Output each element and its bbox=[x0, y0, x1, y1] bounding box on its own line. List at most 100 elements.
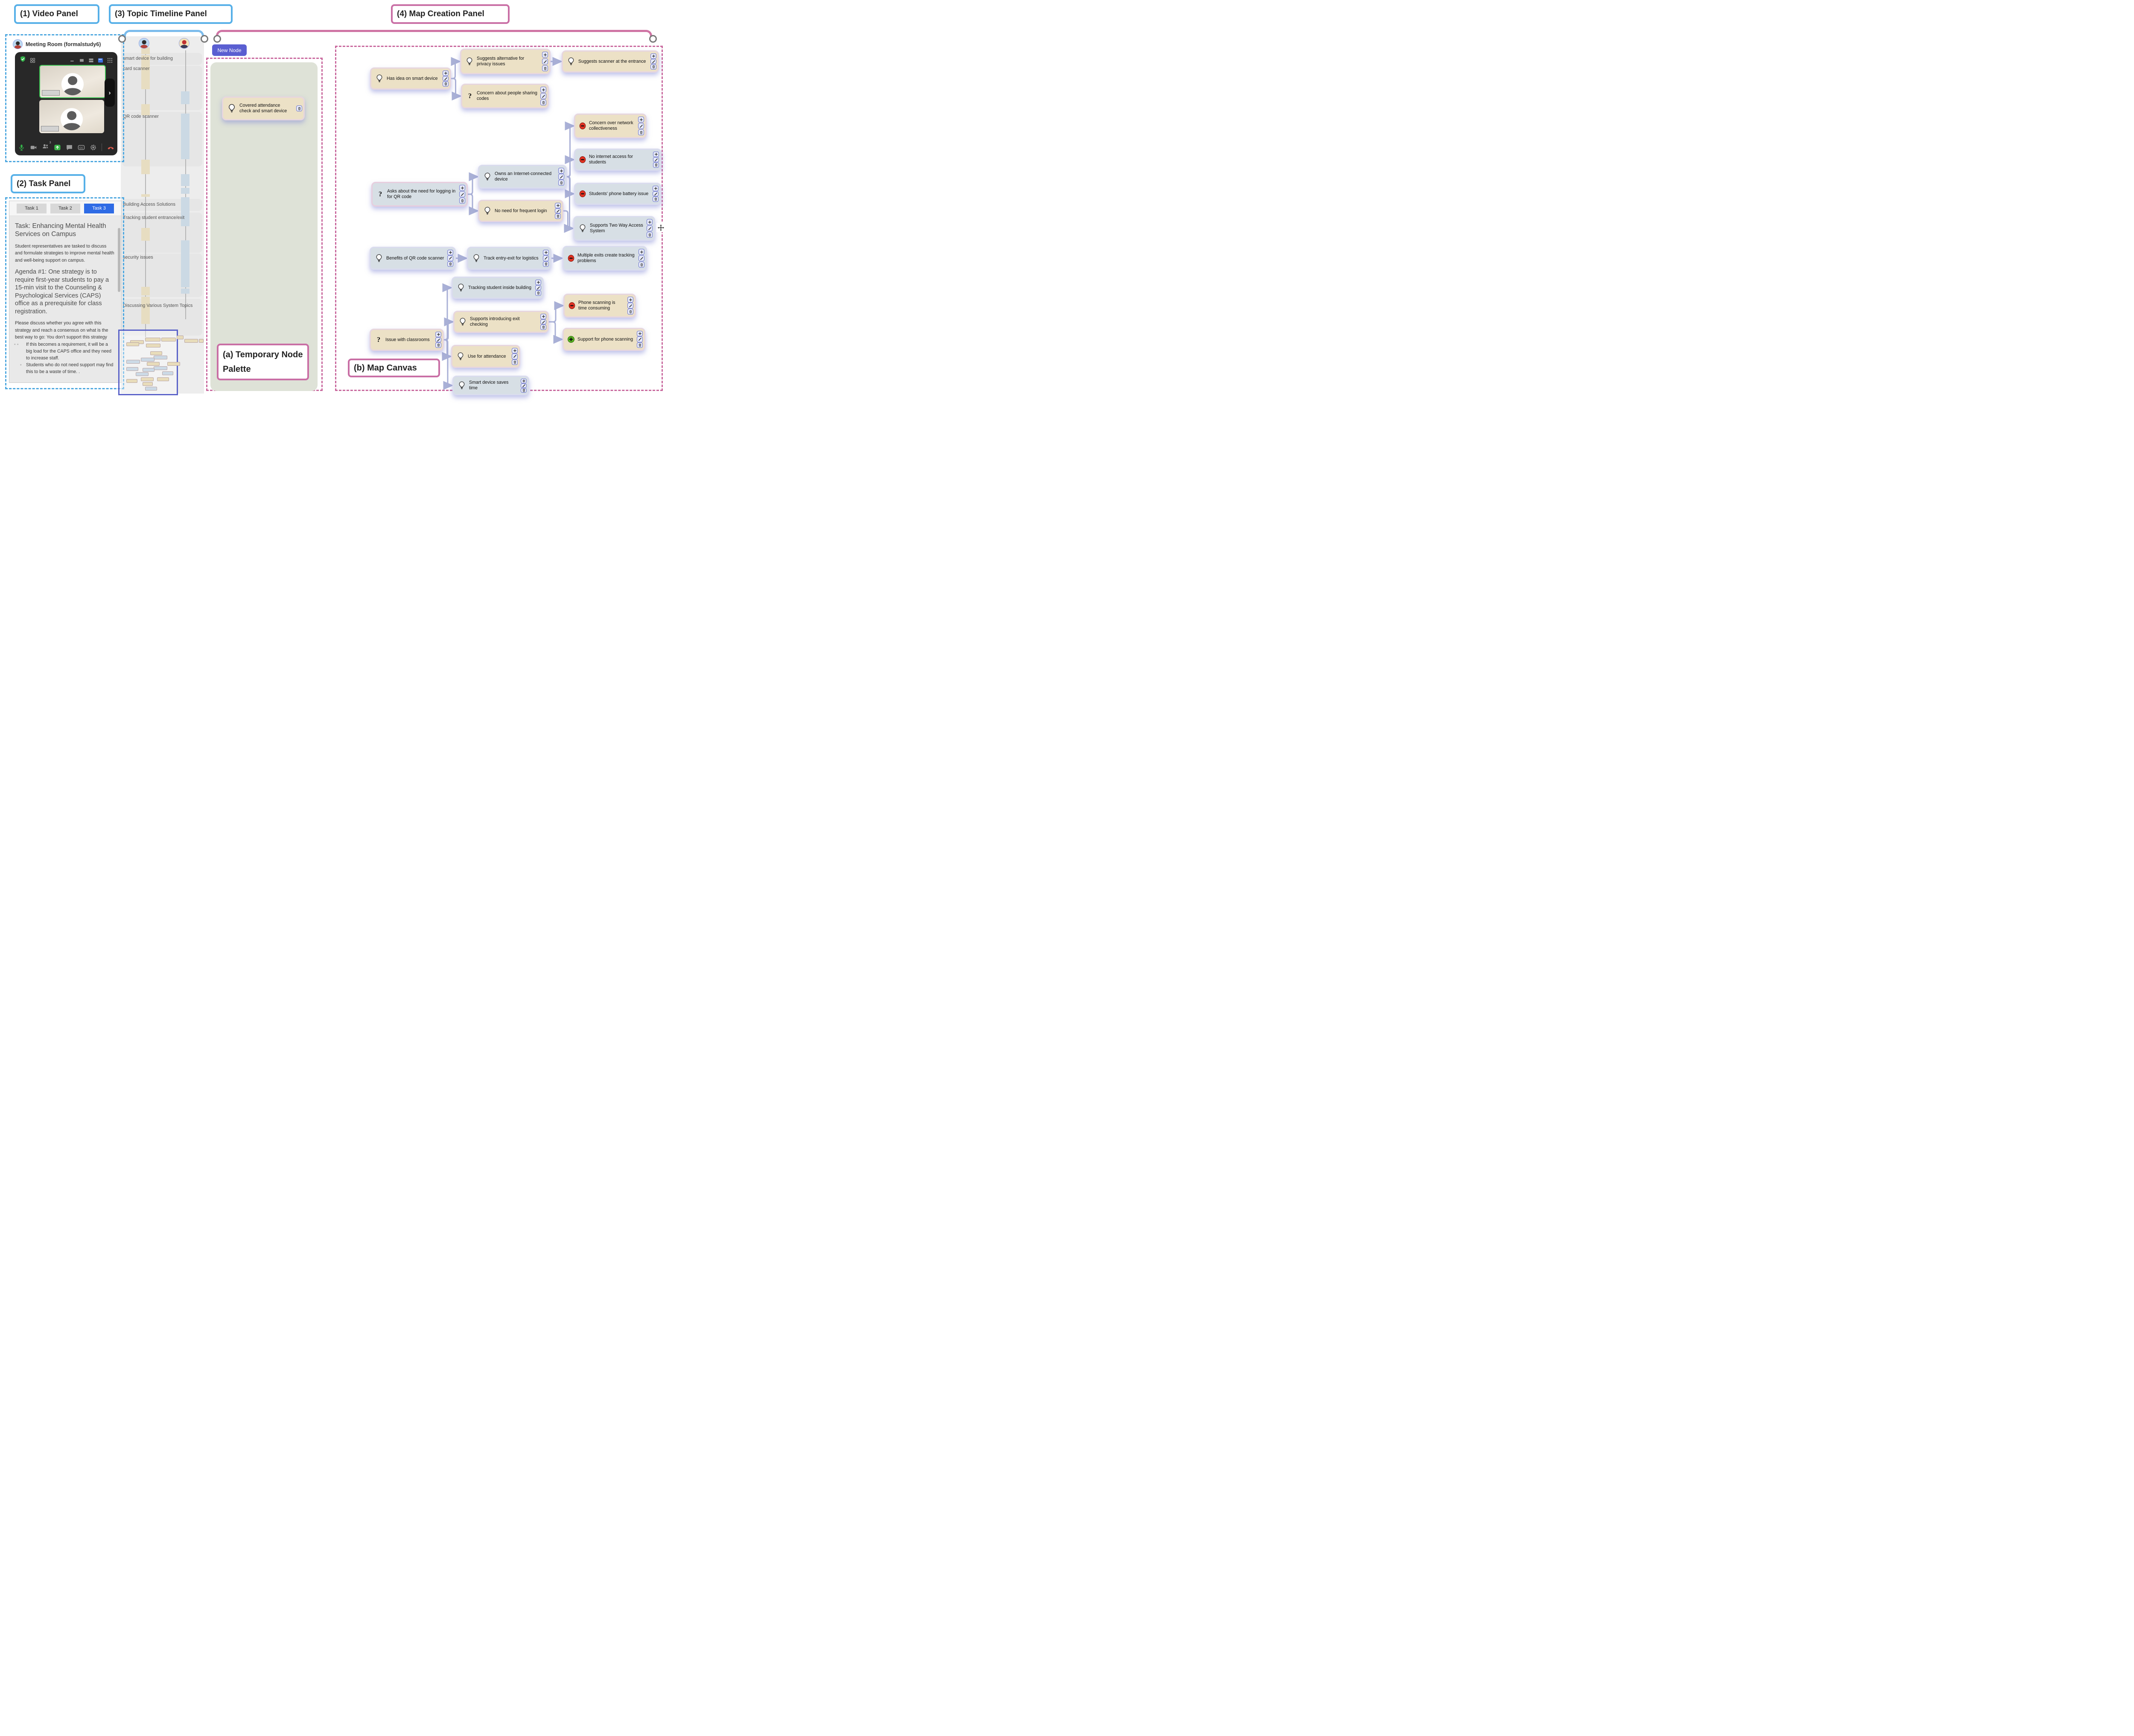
edit-node-button[interactable] bbox=[653, 157, 659, 163]
delete-node-button[interactable] bbox=[435, 342, 441, 348]
maximize-icon[interactable] bbox=[79, 57, 85, 64]
add-child-button[interactable] bbox=[627, 297, 633, 303]
delete-node-button[interactable] bbox=[543, 261, 549, 267]
timeline-topic-bar[interactable] bbox=[141, 297, 150, 324]
add-child-button[interactable] bbox=[459, 185, 465, 191]
timeline-topic-label[interactable]: smart device for building bbox=[123, 56, 173, 61]
timeline-topic-bar[interactable] bbox=[181, 114, 189, 159]
edit-node-button[interactable] bbox=[535, 285, 541, 291]
grid-dots-icon[interactable] bbox=[107, 57, 113, 64]
map-node-multi-exit[interactable]: Multiple exits create tracking problems bbox=[563, 246, 647, 271]
map-node-smart-saves[interactable]: Smart device saves time bbox=[452, 376, 529, 395]
add-child-button[interactable] bbox=[521, 379, 527, 383]
timeline-topic-bar[interactable] bbox=[141, 228, 150, 241]
timeline-topic-bar[interactable] bbox=[181, 240, 189, 287]
camera-icon[interactable] bbox=[30, 144, 37, 151]
add-child-button[interactable] bbox=[647, 219, 653, 225]
add-child-button[interactable] bbox=[540, 87, 546, 93]
timeline-topic-bar[interactable] bbox=[141, 104, 150, 115]
add-child-button[interactable] bbox=[638, 249, 644, 255]
edit-node-button[interactable] bbox=[435, 337, 441, 343]
delete-node-button[interactable] bbox=[638, 129, 644, 135]
delete-node-button[interactable] bbox=[638, 262, 644, 268]
grid-layout-icon[interactable] bbox=[29, 57, 36, 64]
map-node-issue-class[interactable]: ? Issue with classrooms bbox=[370, 329, 444, 351]
add-child-button[interactable] bbox=[638, 117, 644, 123]
timeline-topic-bar[interactable] bbox=[181, 188, 189, 194]
add-child-button[interactable] bbox=[653, 186, 659, 191]
end-call-icon[interactable] bbox=[107, 143, 115, 152]
timeline-topic-label[interactable]: card scanner bbox=[123, 66, 150, 71]
drag-handle[interactable] bbox=[118, 35, 126, 43]
delete-node-button[interactable] bbox=[512, 359, 518, 365]
share-screen-icon[interactable] bbox=[54, 144, 61, 151]
delete-node-button[interactable] bbox=[459, 198, 465, 204]
timeline-topic-bar[interactable] bbox=[181, 197, 189, 226]
delete-node-button[interactable] bbox=[443, 81, 449, 87]
video-feed-2[interactable] bbox=[39, 100, 104, 133]
add-child-button[interactable] bbox=[535, 280, 541, 285]
add-child-button[interactable] bbox=[650, 53, 656, 59]
map-minimap[interactable] bbox=[118, 329, 204, 395]
timeline-topic-bar[interactable] bbox=[141, 47, 150, 54]
split-rows-icon[interactable] bbox=[88, 57, 94, 64]
add-child-button[interactable] bbox=[512, 348, 518, 354]
drag-handle[interactable] bbox=[213, 35, 221, 43]
delete-node-button[interactable] bbox=[627, 309, 633, 315]
map-node-battery[interactable]: Students' phone battery issue bbox=[574, 183, 661, 205]
new-node-button[interactable]: New Node bbox=[212, 44, 247, 56]
add-child-button[interactable] bbox=[443, 70, 449, 76]
edit-node-button[interactable] bbox=[512, 353, 518, 359]
edit-node-button[interactable] bbox=[540, 93, 546, 99]
captions-icon[interactable]: CC bbox=[78, 144, 85, 151]
map-node-has-idea[interactable]: Has idea on smart device bbox=[370, 67, 451, 90]
edit-node-button[interactable] bbox=[521, 383, 527, 388]
add-child-button[interactable] bbox=[435, 332, 441, 337]
edit-node-button[interactable] bbox=[447, 255, 453, 261]
map-node-no-internet[interactable]: No internet access for students bbox=[574, 149, 662, 171]
edit-node-button[interactable] bbox=[542, 58, 548, 64]
delete-node-button[interactable] bbox=[653, 196, 659, 202]
map-node-concern-network[interactable]: Concern over network collectiveness bbox=[574, 114, 647, 138]
drag-handle[interactable] bbox=[649, 35, 657, 43]
tab-task-3[interactable]: Task 3 bbox=[84, 203, 114, 213]
delete-node-button[interactable] bbox=[542, 65, 548, 71]
map-node-benefits-qr[interactable]: Benefits of QR code scanner bbox=[370, 247, 456, 270]
map-node-support-phone[interactable]: Support for phone scanning bbox=[563, 328, 645, 351]
chevron-right-icon[interactable]: › bbox=[105, 79, 115, 107]
map-node-owns-device[interactable]: Owns an Internet-connected device bbox=[478, 165, 567, 189]
delete-node-button[interactable] bbox=[637, 342, 643, 348]
video-feed-1[interactable] bbox=[39, 65, 106, 98]
add-child-button[interactable] bbox=[637, 331, 643, 337]
map-node-asks-login[interactable]: ? Asks about the need for logging in for… bbox=[371, 182, 468, 207]
layout-tiles-icon[interactable] bbox=[97, 57, 104, 64]
delete-node-button[interactable] bbox=[447, 261, 453, 267]
edit-node-button[interactable] bbox=[638, 123, 644, 129]
timeline-topic-bar[interactable] bbox=[141, 55, 150, 89]
participants-icon[interactable]: 3 bbox=[42, 141, 51, 152]
timeline-topic-bar[interactable] bbox=[141, 160, 150, 174]
edit-node-button[interactable] bbox=[555, 208, 561, 214]
timeline-topic-bar[interactable] bbox=[141, 287, 150, 295]
map-node-track-entry[interactable]: Track entry-exit for logistics bbox=[467, 247, 551, 270]
delete-node-button[interactable] bbox=[653, 162, 659, 168]
map-node-supports-exit[interactable]: Supports introducing exit checking bbox=[453, 311, 549, 333]
drag-handle[interactable] bbox=[201, 35, 208, 43]
map-node-phone-time[interactable]: Phone scanning is time consuming bbox=[563, 294, 636, 318]
add-child-button[interactable] bbox=[447, 250, 453, 256]
delete-node-button[interactable] bbox=[555, 213, 561, 219]
delete-node-button[interactable] bbox=[650, 64, 656, 70]
map-node-sugg-alt[interactable]: Suggests alternative for privacy issues bbox=[460, 49, 551, 74]
edit-node-button[interactable] bbox=[558, 174, 564, 180]
edit-node-button[interactable] bbox=[443, 76, 449, 82]
delete-node-button[interactable] bbox=[521, 388, 527, 393]
palette-temp-node[interactable]: Covered attendance check and smart devic… bbox=[222, 96, 305, 120]
task-scrollbar[interactable] bbox=[118, 228, 120, 292]
delete-node-button[interactable] bbox=[535, 290, 541, 296]
tab-task-1[interactable]: Task 1 bbox=[17, 203, 47, 213]
edit-node-button[interactable] bbox=[637, 336, 643, 342]
map-node-no-freq[interactable]: No need for frequent login bbox=[478, 200, 563, 222]
minimize-icon[interactable] bbox=[69, 57, 76, 64]
timeline-topic-label[interactable]: Discussing Various System Topics bbox=[123, 303, 193, 308]
edit-node-button[interactable] bbox=[653, 191, 659, 197]
